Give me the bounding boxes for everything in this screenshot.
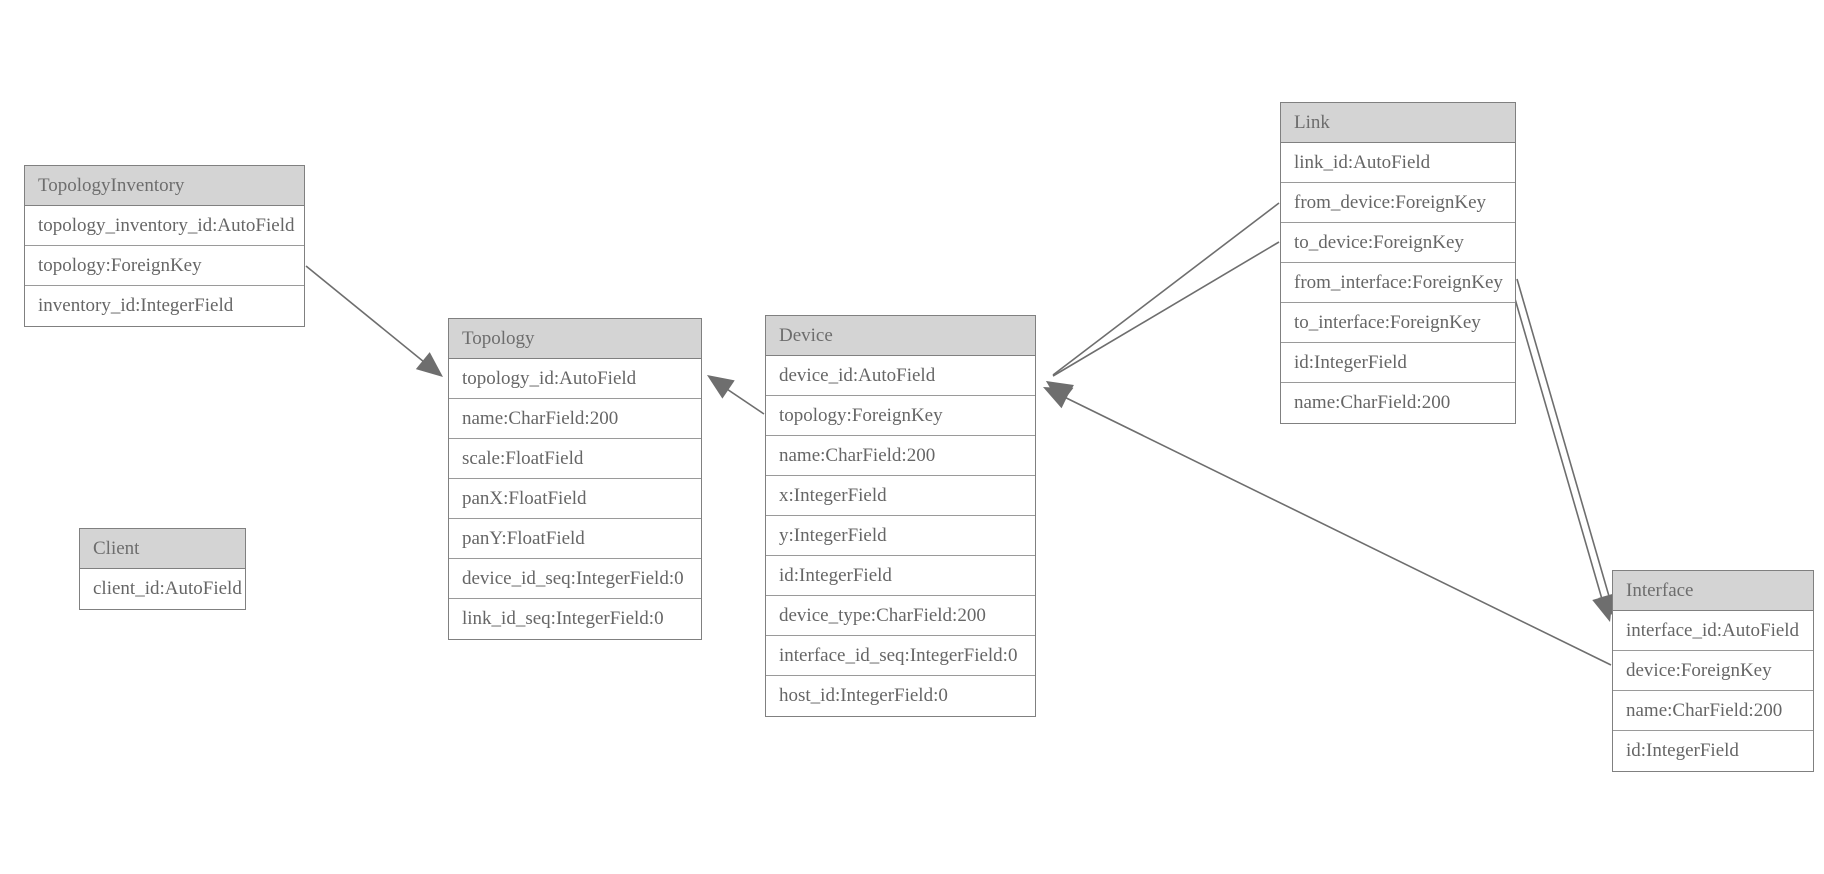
entity-field: host_id:IntegerField:0 [766, 676, 1035, 716]
entity-field: device_id_seq:IntegerField:0 [449, 559, 701, 599]
entity-field: id:IntegerField [1281, 343, 1515, 383]
relationship-arrowhead [1043, 387, 1072, 409]
entity-field: id:IntegerField [766, 556, 1035, 596]
entity-field: x:IntegerField [766, 476, 1035, 516]
relationship-arrowhead [1046, 381, 1074, 404]
entity-field: interface_id:AutoField [1613, 611, 1813, 651]
entity-field: topology:ForeignKey [766, 396, 1035, 436]
entity-title-topology_inventory: TopologyInventory [25, 166, 304, 206]
entity-field: name:CharField:200 [766, 436, 1035, 476]
entity-field: panX:FloatField [449, 479, 701, 519]
relationship-line [711, 378, 765, 415]
entity-field: link_id:AutoField [1281, 143, 1515, 183]
entity-field: client_id:AutoField [80, 569, 245, 609]
entity-title-link: Link [1281, 103, 1515, 143]
entity-title-device: Device [766, 316, 1035, 356]
entity-title-interface: Interface [1613, 571, 1813, 611]
entity-field: topology_inventory_id:AutoField [25, 206, 304, 246]
entity-field: scale:FloatField [449, 439, 701, 479]
entity-field: link_id_seq:IntegerField:0 [449, 599, 701, 639]
relationship-line [1049, 389, 1612, 666]
relationship-arrowhead [707, 375, 735, 399]
entity-field: topology_id:AutoField [449, 359, 701, 399]
entity-field: name:CharField:200 [1613, 691, 1813, 731]
entity-field: topology:ForeignKey [25, 246, 304, 286]
relationship-arrowhead [1046, 381, 1074, 406]
entity-field: panY:FloatField [449, 519, 701, 559]
relationship-line [1516, 278, 1614, 611]
entity-field: device_id:AutoField [766, 356, 1035, 396]
entity-title-client: Client [80, 529, 245, 569]
entity-field: interface_id_seq:IntegerField:0 [766, 636, 1035, 676]
entity-field: name:CharField:200 [1281, 383, 1515, 423]
entity-title-topology: Topology [449, 319, 701, 359]
relationship-arrowhead [415, 352, 443, 377]
entity-field: from_interface:ForeignKey [1281, 263, 1515, 303]
entity-field: to_interface:ForeignKey [1281, 303, 1515, 343]
entity-field: from_device:ForeignKey [1281, 183, 1515, 223]
entity-field: id:IntegerField [1613, 731, 1813, 771]
entity-field: name:CharField:200 [449, 399, 701, 439]
relationship-line [1052, 241, 1280, 377]
relationship-line [305, 265, 441, 376]
relationship-line [1510, 284, 1607, 614]
entity-field: device:ForeignKey [1613, 651, 1813, 691]
entity-field: to_device:ForeignKey [1281, 223, 1515, 263]
entity-field: y:IntegerField [766, 516, 1035, 556]
entity-field: inventory_id:IntegerField [25, 286, 304, 326]
relationship-line [1052, 202, 1280, 376]
entity-field: device_type:CharField:200 [766, 596, 1035, 636]
